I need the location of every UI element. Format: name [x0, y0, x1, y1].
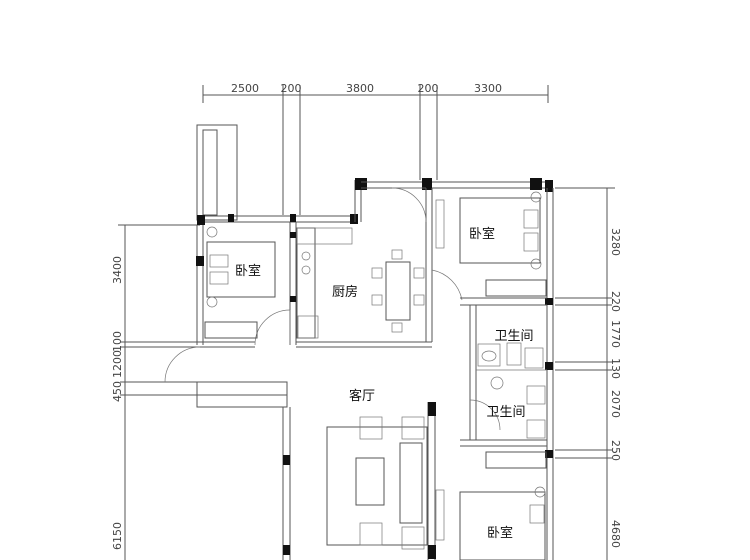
left-dimension-line — [118, 224, 200, 560]
room-label-bedroom-left: 卧室 — [235, 263, 261, 279]
room-label-kitchen: 厨房 — [332, 284, 358, 300]
room-label-bedroom-bottom-right: 卧室 — [487, 525, 513, 541]
top-dim-4: 200 — [418, 82, 439, 95]
room-label-bathroom-1: 卫生间 — [494, 329, 533, 344]
top-dim-5: 3300 — [474, 82, 502, 95]
right-dimension-line — [555, 187, 615, 560]
room-label-living-room: 客厅 — [349, 388, 375, 404]
room-label-bedroom-top-right: 卧室 — [469, 226, 495, 242]
walls — [160, 124, 554, 560]
right-dim-6: 250 — [609, 440, 622, 461]
left-dim-1: 3400 — [111, 256, 124, 284]
top-dim-2: 200 — [281, 82, 302, 95]
right-dim-5: 2070 — [609, 390, 622, 418]
right-dim-2: 220 — [609, 291, 622, 312]
furniture — [204, 191, 547, 560]
top-dim-3: 3800 — [346, 82, 374, 95]
top-dimension-line — [202, 85, 549, 215]
left-dim-5: 6150 — [111, 522, 124, 550]
top-dim-1: 2500 — [231, 82, 259, 95]
left-dim-2: 100 — [111, 331, 124, 352]
right-dim-3: 1770 — [609, 320, 622, 348]
room-label-bathroom-2: 卫生间 — [486, 405, 525, 420]
right-dim-7: 4680 — [609, 520, 622, 548]
left-dim-3: 1200 — [111, 350, 124, 378]
right-dim-4: 130 — [609, 358, 622, 379]
left-dim-4: 450 — [111, 381, 124, 402]
right-dim-1: 3280 — [609, 228, 622, 256]
